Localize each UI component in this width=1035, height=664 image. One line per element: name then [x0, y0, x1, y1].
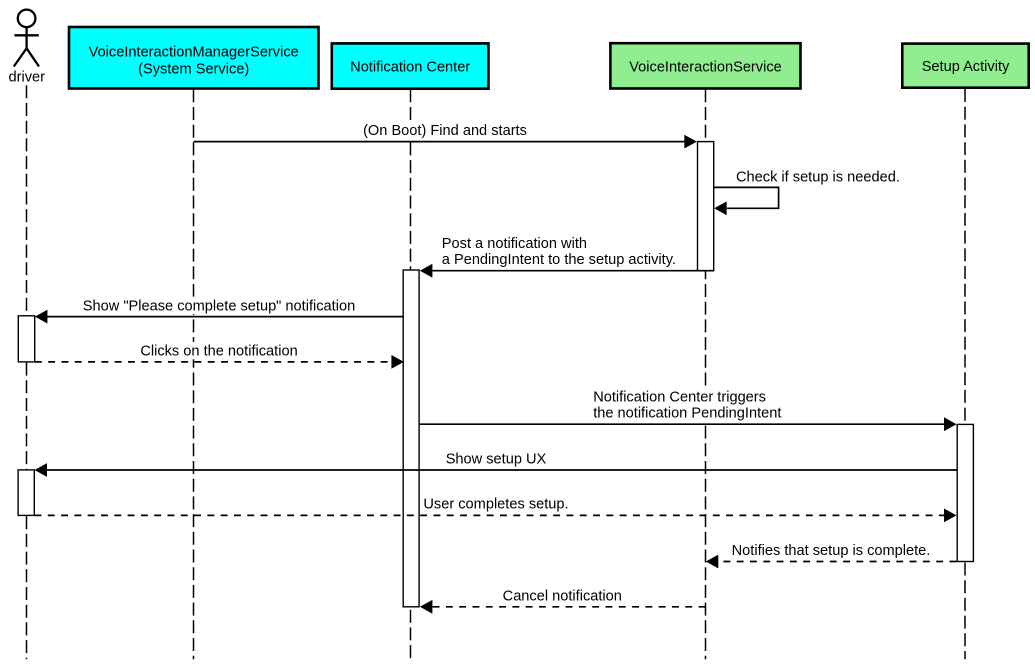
svg-text:a PendingIntent to the setup a: a PendingIntent to the setup activity. — [442, 252, 676, 268]
svg-text:Show setup UX: Show setup UX — [446, 452, 547, 468]
svg-text:Notification Center: Notification Center — [350, 60, 470, 76]
svg-text:VoiceInteractionService: VoiceInteractionService — [629, 59, 782, 75]
svg-text:the notification PendingIntent: the notification PendingIntent — [593, 406, 781, 422]
svg-text:User completes setup.: User completes setup. — [423, 497, 568, 513]
svg-text:VoiceInteractionManagerService: VoiceInteractionManagerService — [89, 45, 299, 61]
svg-text:Check if setup is needed.: Check if setup is needed. — [736, 169, 900, 185]
svg-text:(On Boot) Find and starts: (On Boot) Find and starts — [363, 123, 527, 139]
svg-text:Notification Center triggers: Notification Center triggers — [593, 389, 766, 405]
svg-text:Cancel notification: Cancel notification — [503, 588, 622, 604]
svg-text:driver: driver — [9, 70, 46, 86]
svg-text:Clicks on the notification: Clicks on the notification — [140, 344, 297, 360]
svg-text:Notifies that setup is complet: Notifies that setup is complete. — [732, 543, 931, 559]
svg-text:Show "Please complete setup" n: Show "Please complete setup" notificatio… — [83, 298, 355, 314]
svg-text:Post a notification with: Post a notification with — [442, 236, 587, 252]
svg-text:(System Service): (System Service) — [138, 62, 249, 78]
svg-text:Setup Activity: Setup Activity — [922, 59, 1010, 75]
